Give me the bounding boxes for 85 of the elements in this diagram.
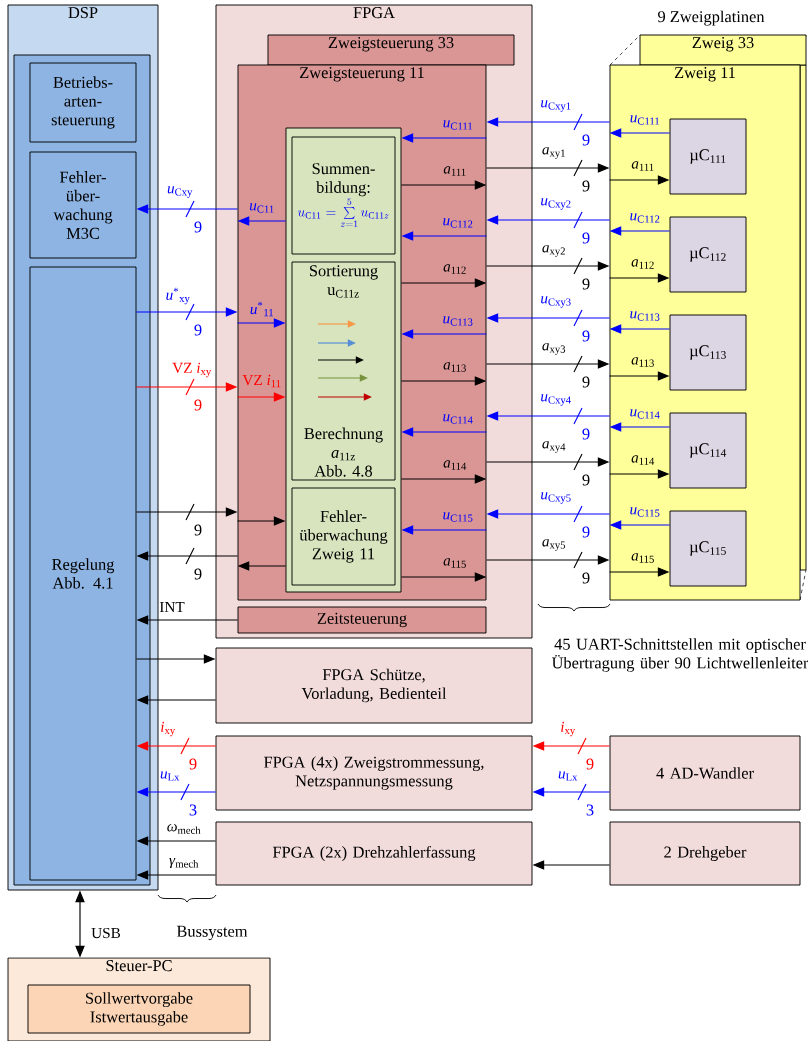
note-text: 9 Zweigplatinen <box>658 10 765 26</box>
edge-label: a$_{xy3}$ <box>542 343 566 355</box>
edge-label: u$_{C115}$ <box>630 507 660 517</box>
microcontroller-box: µC$_{114}$ <box>669 412 747 489</box>
microcontroller-box: µC$_{112}$ <box>669 216 747 293</box>
bus-width-mark: 9 <box>573 159 590 192</box>
edge-label: a$_{115}$ <box>443 558 466 568</box>
edge-label: a$_{113}$ <box>443 362 466 372</box>
edge-label: u$_{C111}$ <box>443 120 473 130</box>
bus-width-mark: 9 <box>573 309 590 342</box>
edge-label: a$_{115}$ <box>631 553 654 563</box>
edge-label: u$_{C111}$ <box>630 115 660 125</box>
bus-width-mark: 9 <box>573 211 590 244</box>
note-text: Bussystem <box>176 925 248 941</box>
microcontroller-box: µC$_{115}$ <box>669 510 747 587</box>
edge-label: u$_{Cxy5}$ <box>541 492 571 504</box>
edge-label: a$_{xy4}$ <box>542 441 566 453</box>
module-box: FPGA (4x) Zweigstrommessung, Netzspannungsmessung <box>215 735 533 811</box>
bus-width-mark: 9 <box>573 453 590 486</box>
timing-bar: Zeitsteuerung <box>237 606 487 634</box>
function-box: Fehler- über- wachung M3C <box>29 151 137 259</box>
edge-label: u$_{Cxy}$ <box>167 186 193 198</box>
edge-label: u$^{*}$xy <box>166 287 190 305</box>
edge-label: i$_{xy}$ <box>161 721 176 737</box>
edge-label: u$_{C113}$ <box>630 311 660 321</box>
card: Zweigsteuerung 33 <box>267 34 515 66</box>
edge-label: a$_{113}$ <box>631 357 654 367</box>
edge-label: a$_{114}$ <box>443 460 467 470</box>
function-box: Betriebs- arten- steuerung <box>29 62 137 143</box>
bus-width-mark: 9 <box>573 551 590 584</box>
bus-width-mark: 9 <box>573 407 590 440</box>
edge-label: a$_{114}$ <box>631 455 655 465</box>
edge-label: u$_{Lx}$ <box>160 771 180 781</box>
edge-label: USB <box>91 927 121 939</box>
bus-width-mark: 9 <box>180 737 197 770</box>
edge-label: a$_{112}$ <box>631 259 654 269</box>
module-box: 4 AD-Wandler <box>609 735 801 811</box>
bus-width-mark: 9 <box>185 547 202 580</box>
edge-label: a$_{xy5}$ <box>542 539 566 551</box>
module-box: FPGA (2x) Drehzahlerfassung <box>215 821 533 886</box>
bus-width-mark: 9 <box>573 505 590 538</box>
bus-width-mark: 3 <box>577 783 594 816</box>
microcontroller-box: µC$_{111}$ <box>669 118 747 195</box>
function-box: Fehler- überwachung Zweig 11 <box>291 487 396 586</box>
bus-width-mark: 3 <box>180 783 197 816</box>
edge-label: u$_{Cxy1}$ <box>541 100 571 112</box>
edge-label: a$_{111}$ <box>443 166 466 176</box>
edge-label: u$_{Cxy4}$ <box>541 394 571 406</box>
bus-width-mark: 9 <box>577 737 594 770</box>
edge-label: u$_{Lx}$ <box>558 771 578 781</box>
edge-label: VZ i$_{11}$ <box>242 374 281 388</box>
microcontroller-box: µC$_{113}$ <box>669 314 747 391</box>
bus-width-mark: 9 <box>573 257 590 290</box>
function-box: Sollwertvorgabe Istwertausgabe <box>27 984 251 1034</box>
bus-width-mark: 9 <box>573 355 590 388</box>
edge-label: INT <box>159 602 185 612</box>
card: Zweig 33 <box>639 34 807 66</box>
module-box: 2 Drehgeber <box>609 821 801 886</box>
edge-label: u$_{C114}$ <box>443 414 473 424</box>
edge-label: u$_{C112}$ <box>443 218 473 228</box>
edge-label: u$_{C114}$ <box>630 409 660 419</box>
note-text: 45 UART-Schnittstellen mit optischer Übertragung über 90 Lichtwellenleiter <box>551 638 808 672</box>
edge-label: ω$_{mech}$ <box>167 824 201 834</box>
edge-label: u$^{*}$11 <box>250 301 273 317</box>
edge-label: u$_{C11}$ <box>249 203 274 213</box>
edge-label: u$_{C112}$ <box>630 213 660 223</box>
bus-width-mark: 9 <box>185 378 202 411</box>
edge-label: i$_{xy}$ <box>561 721 576 737</box>
edge-label: u$_{Cxy2}$ <box>541 198 571 210</box>
edge-label: γ$_{mech}$ <box>169 857 199 869</box>
module-box: FPGA Schütze, Vorladung, Bedienteil <box>215 647 533 724</box>
function-box: Sortierung u$_{C11z}$ Berechnung a$_{11z}$ Abb. 4.8 <box>291 261 396 481</box>
function-box: Regelung Abb. 4.1 <box>29 266 137 881</box>
edge-label: a$_{xy1}$ <box>542 147 565 159</box>
function-box: Summen- bildung: $u_{\mathrm{C11}}=\sum\limits_{z=1}^{5}u_{\mathrm{C11}z}$ <box>291 136 396 255</box>
edge-label: u$_{Cxy3}$ <box>541 296 571 308</box>
edge-label: VZ i$_{xy}$ <box>172 362 212 378</box>
edge-label: u$_{C115}$ <box>443 512 473 522</box>
edge-label: a$_{xy2}$ <box>542 245 565 257</box>
edge-label: a$_{111}$ <box>631 161 654 171</box>
edge-label: a$_{112}$ <box>443 264 466 274</box>
bus-width-mark: 9 <box>185 503 202 536</box>
bus-width-mark: 9 <box>185 200 202 233</box>
bus-width-mark: 9 <box>573 113 590 146</box>
edge-label: u$_{C113}$ <box>443 316 473 326</box>
